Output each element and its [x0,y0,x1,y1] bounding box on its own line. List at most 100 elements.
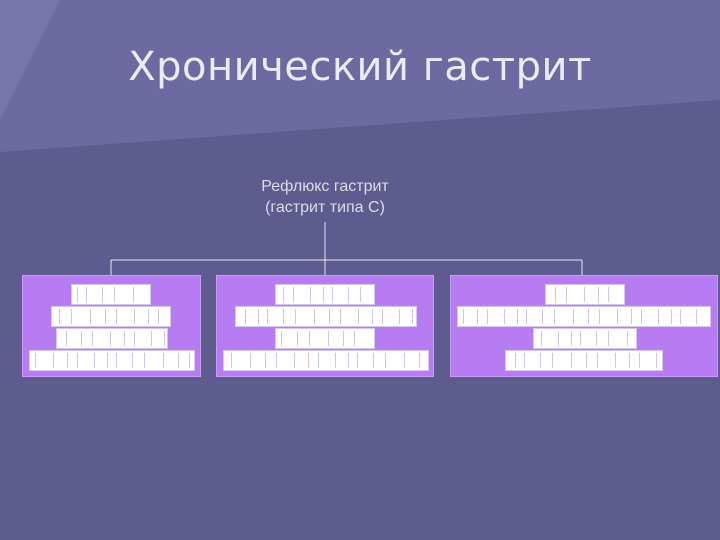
cell-divider [504,309,505,324]
cell-divider [656,353,657,368]
cell-divider [151,331,152,346]
cell-divider [158,309,159,324]
cell-divider [77,287,78,302]
cell-divider [404,353,405,368]
cell-divider [554,309,555,324]
cell-divider [385,353,386,368]
cell-divider [92,331,93,346]
cell-divider [348,353,349,368]
child-3-line-2 [457,306,711,327]
cell-divider [105,309,106,324]
cell-divider [310,287,311,302]
cell-divider [294,353,295,368]
cell-divider [596,331,597,346]
cell-divider [360,287,361,302]
cell-divider [116,353,117,368]
cell-divider [631,309,632,324]
cell-divider [617,309,618,324]
child-3-line-1 [545,284,625,305]
cell-divider [53,353,54,368]
cell-divider [639,353,640,368]
cell-divider [517,309,518,324]
child-1-line-2 [51,306,171,327]
child-1-line-1 [71,284,151,305]
cell-divider [102,287,103,302]
cell-divider [86,287,87,302]
cell-divider [598,287,599,302]
cell-divider [295,309,296,324]
child-2-line-3 [275,328,375,349]
cell-divider [164,331,165,346]
cell-divider [373,353,374,368]
root-node-label: Рефлюкс гастрит (гастрит типа С) [215,176,435,218]
cell-divider [487,309,488,324]
cell-divider [134,331,135,346]
child-node-1 [22,275,201,377]
cell-divider [524,353,525,368]
cell-divider [358,309,359,324]
cell-divider [281,331,282,346]
cell-divider [671,309,672,324]
cell-divider [66,331,67,346]
cell-divider [328,331,329,346]
cell-divider [94,353,95,368]
cell-divider [148,309,149,324]
cell-divider [627,331,628,346]
cell-divider [293,287,294,302]
cell-divider [477,309,478,324]
cell-divider [318,353,319,368]
cell-divider [588,309,589,324]
cell-divider [245,309,246,324]
cell-divider [163,353,164,368]
cell-divider [354,331,355,346]
child-node-2 [216,275,434,377]
cell-divider [680,309,681,324]
cell-divider [323,287,324,302]
cell-divider [309,331,310,346]
cell-divider [597,353,598,368]
cell-divider [81,331,82,346]
cell-divider [77,353,78,368]
cell-divider [608,331,609,346]
cell-divider [542,309,543,324]
cell-divider [314,309,315,324]
cell-divider [541,331,542,346]
cell-divider [250,353,251,368]
cell-divider [332,287,333,302]
cell-divider [107,353,108,368]
cell-divider [343,331,344,346]
cell-divider [584,287,585,302]
cell-divider [348,287,349,302]
cell-divider [586,353,587,368]
cell-divider [276,353,277,368]
cell-divider [382,309,383,324]
cell-divider [134,309,135,324]
cell-divider [340,309,341,324]
cell-divider [552,353,553,368]
cell-divider [573,309,574,324]
cell-divider [629,353,630,368]
cell-divider [258,309,259,324]
cell-divider [144,353,145,368]
cell-divider [608,287,609,302]
cell-divider [641,309,642,324]
cell-divider [329,309,330,324]
cell-divider [124,331,125,346]
cell-divider [132,353,133,368]
child-node-3 [450,275,718,377]
cell-divider [357,353,358,368]
slide-title: Хронический гастрит [128,44,592,90]
cell-divider [133,287,134,302]
cell-divider [116,309,117,324]
cell-divider [189,353,190,368]
cell-divider [308,353,309,368]
cell-divider [231,353,232,368]
cell-divider [335,353,336,368]
child-2-line-4 [223,350,429,371]
child-3-line-4 [505,350,663,371]
root-label-line-1: Рефлюкс гастрит [261,178,389,195]
cell-divider [540,353,541,368]
